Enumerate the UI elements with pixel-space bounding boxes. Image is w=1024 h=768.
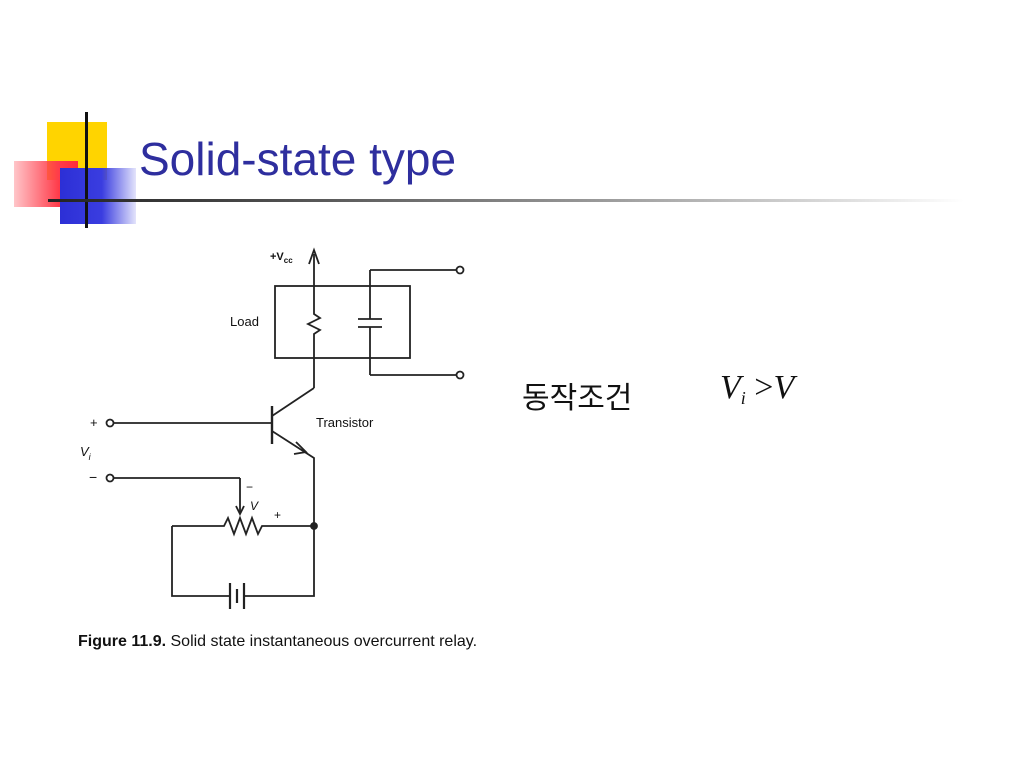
load-label: Load	[230, 314, 259, 329]
vcc-label: +Vcc	[270, 251, 293, 265]
output-terminal-top	[455, 265, 465, 275]
pot-v-label: V	[250, 499, 259, 513]
decor-blue-square	[60, 168, 136, 224]
output-terminal-bottom	[455, 370, 465, 380]
input-minus-label: −	[89, 469, 97, 485]
formula-rhs: V	[773, 369, 795, 406]
wiper-arrow	[235, 505, 245, 517]
vcc-arrow	[308, 247, 320, 265]
formula-lhs-sub: i	[740, 388, 746, 408]
title-underline	[48, 199, 964, 202]
input-terminal-plus	[105, 418, 115, 428]
figure-text: Solid state instantaneous overcurrent re…	[170, 633, 478, 650]
emitter-arrow	[293, 441, 308, 455]
load-coil	[305, 310, 322, 388]
pot-minus-label: −	[246, 480, 253, 494]
pot-plus-label: +	[274, 508, 281, 522]
load-box	[274, 285, 411, 359]
potentiometer	[172, 515, 314, 537]
transistor-label: Transistor	[316, 415, 374, 430]
transistor-collector	[271, 387, 315, 417]
figure-number: Figure 11.9.	[78, 633, 167, 650]
slide-title: Solid-state type	[139, 133, 457, 185]
condition-formula: Vi >V	[720, 369, 794, 409]
battery-wire-right	[244, 526, 315, 597]
formula-operator: >	[754, 369, 774, 406]
formula-lhs: V	[720, 369, 741, 406]
figure-caption: Figure 11.9. Solid state instantaneous o…	[78, 631, 478, 652]
transistor-emitter	[271, 430, 315, 526]
input-plus-label: +	[90, 415, 98, 430]
condition-label: 동작조건	[522, 382, 633, 415]
decor-vertical-line	[85, 112, 88, 228]
relay-circuit-diagram: +Vcc Load Transistor + Vi − − V +	[80, 247, 465, 609]
battery-wire-left	[171, 526, 230, 597]
input-terminal-minus	[105, 473, 115, 483]
vi-label: Vi	[80, 444, 92, 462]
